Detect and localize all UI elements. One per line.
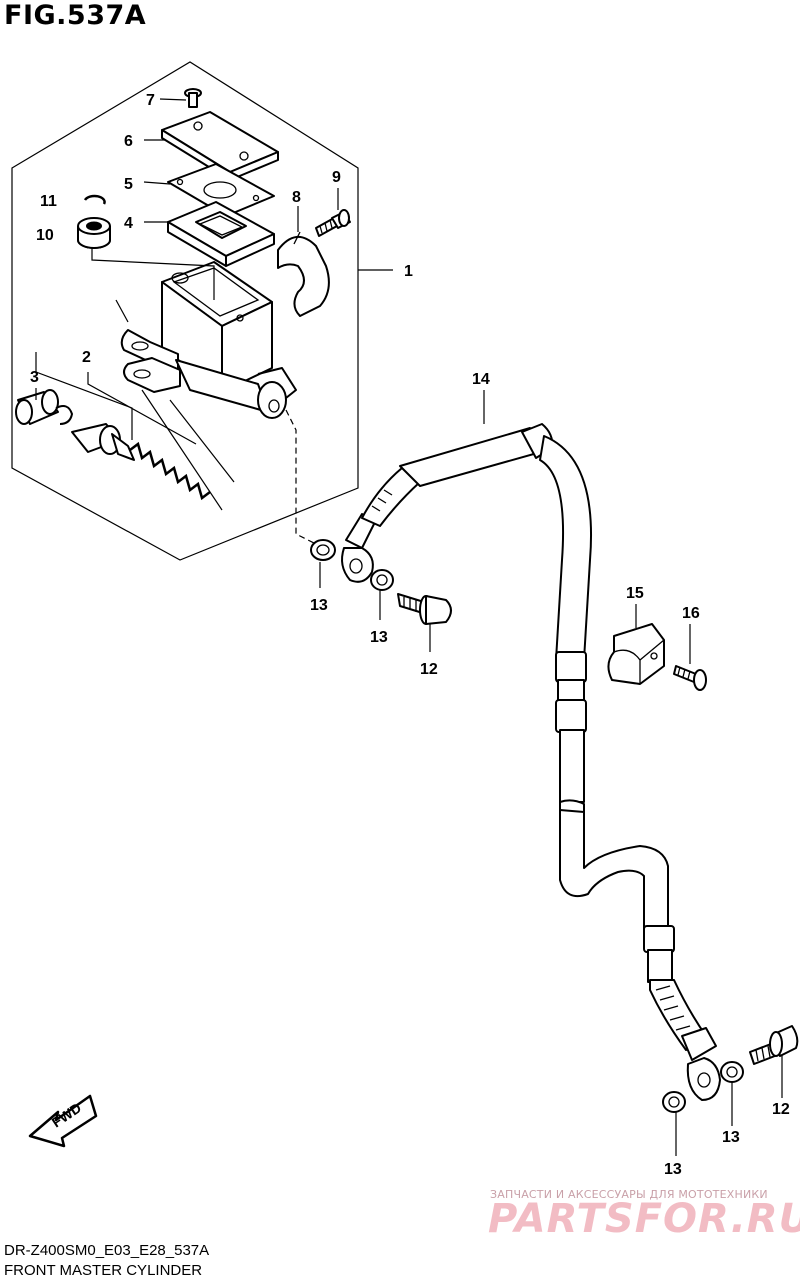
part-12-union-bolt-lower[interactable] [749,1025,799,1065]
part-13-washer-lower-right[interactable] [720,1061,744,1083]
callout-13-upper-left: 13 [310,597,328,614]
figure-code: DR-Z400SM0_E03_E28_537A [4,1242,210,1259]
callout-11: 11 [40,193,57,210]
callout-12-upper: 12 [420,661,438,678]
callout-13-lower-right: 13 [722,1129,740,1146]
part-7-screw[interactable] [184,88,202,108]
fwd-arrow-icon: FWD [28,1094,98,1148]
part-9-bolt[interactable] [315,209,351,237]
part-8-clamp[interactable] [277,231,330,317]
part-13-washer-upper-right[interactable] [370,569,394,591]
master-cylinder-body[interactable] [120,261,297,419]
part-2-piston-assembly[interactable] [71,423,211,501]
part-14-brake-hose[interactable] [341,423,721,1101]
callout-4: 4 [124,215,133,232]
callout-13-upper-right: 13 [370,629,388,646]
part-13-washer-lower-left[interactable] [662,1091,686,1113]
part-4-diaphragm[interactable] [167,201,275,267]
callout-8: 8 [292,189,301,206]
part-15-hose-clamp[interactable] [607,623,665,685]
callout-1: 1 [404,263,413,280]
callout-6: 6 [124,133,133,150]
leader-lines [35,98,783,1156]
callout-10: 10 [36,227,54,244]
callout-3: 3 [30,369,39,386]
part-13-washer-upper-left[interactable] [310,539,336,561]
callout-9: 9 [332,169,341,186]
assembly-outline [11,61,359,561]
part-3-dust-boot[interactable] [15,389,73,425]
part-11-circlip[interactable] [83,194,106,205]
part-12-union-bolt-upper[interactable] [397,593,452,625]
callout-2: 2 [82,349,91,366]
callout-16: 16 [682,605,700,622]
figure-name: FRONT MASTER CYLINDER [4,1262,203,1279]
part-10-boot[interactable] [77,217,111,249]
callout-7: 7 [146,92,155,109]
callout-13-lower-left: 13 [664,1161,682,1178]
part-5-plate[interactable] [167,163,275,217]
callout-14: 14 [472,371,490,388]
callout-5: 5 [124,176,133,193]
part-16-screw[interactable] [673,665,707,691]
watermark-brand: PARTSFOR.RU [488,1196,800,1242]
watermark-tagline: ЗАПЧАСТИ И АКСЕССУАРЫ ДЛЯ МОТОТЕХНИКИ [490,1188,768,1201]
figure-title: FIG.537A [4,0,147,31]
callout-15: 15 [626,585,644,602]
callout-12-lower: 12 [772,1101,790,1118]
